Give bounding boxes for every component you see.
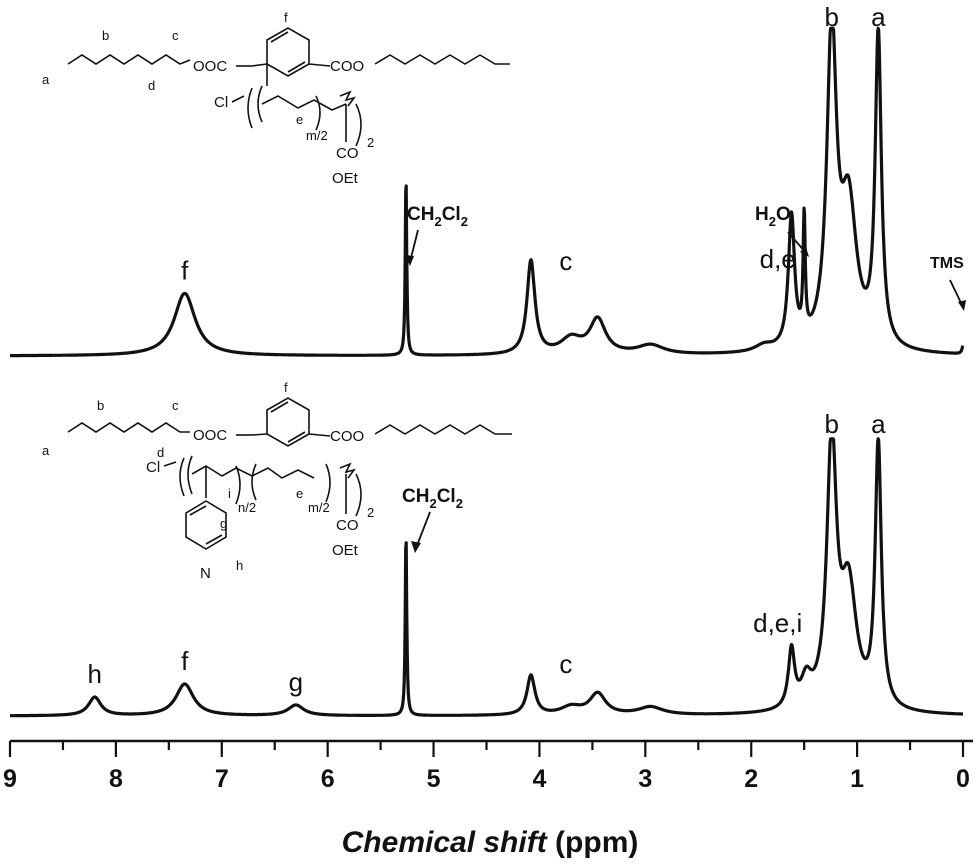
svg-text:e: e [296,486,303,501]
svg-text:Cl: Cl [146,459,160,476]
x-tick-label-2: 2 [744,765,758,793]
svg-text:COO: COO [330,428,364,445]
peak-label-c: c [559,246,572,276]
x-tick-label-9: 9 [3,765,17,793]
svg-text:c: c [172,398,179,413]
tms-label: TMS [930,255,964,272]
x-axis: 9 8 7 6 5 4 3 2 1 0 Chemical shift (ppm) [3,739,973,859]
x-tick-label-4: 4 [532,765,546,793]
peak-label-f: f [181,256,189,286]
peak-label-de: d,e [760,244,796,274]
solvent-annotation-bottom: CH2Cl2 [402,486,463,553]
svg-text:CO: CO [336,517,359,534]
x-tick-label-0: 0 [956,765,970,793]
solvent-arrow-bottom [415,511,431,549]
spectrum-bottom-peak-labels: h f g c d,e,i b a [87,409,886,697]
svg-text:c: c [172,28,179,43]
spectrum-top-line [8,26,965,358]
x-tick-label-6: 6 [321,765,335,793]
svg-text:f: f [284,380,288,395]
x-tick-label-1: 1 [850,765,864,793]
peak-label-h: h [87,659,101,689]
x-tick-label-7: 7 [215,765,229,793]
svg-text:2: 2 [367,505,374,520]
solvent-label-top: CH2Cl2 [407,204,468,229]
solvent-label-bottom: CH2Cl2 [402,486,463,511]
water-annotation: H2O [755,204,809,257]
svg-text:m/2: m/2 [306,128,328,143]
svg-text:2: 2 [367,135,374,150]
svg-text:b: b [97,398,104,413]
svg-text:a: a [42,72,50,87]
peak-label-g: g [289,667,303,697]
svg-text:b: b [102,28,109,43]
svg-text:d: d [148,78,155,93]
svg-text:n/2: n/2 [238,500,256,515]
svg-text:OEt: OEt [332,542,359,559]
peak-label-c: c [559,649,572,679]
svg-text:h: h [236,558,243,573]
x-axis-title: Chemical shift (ppm) [342,826,639,859]
svg-text:OOC: OOC [193,427,227,444]
svg-text:d: d [157,445,164,460]
svg-text:OEt: OEt [332,170,359,187]
peak-label-b: b [824,2,838,32]
svg-text:f: f [284,10,288,25]
svg-text:g: g [220,516,227,531]
x-tick-label-5: 5 [427,765,441,793]
water-label: H2O [755,204,791,229]
structure-bottom: a b c d OOC f COO Cl i n/2 N g h e m/2 C [42,380,512,582]
svg-text:m/2: m/2 [308,500,330,515]
x-axis-ticks: 9 8 7 6 5 4 3 2 1 0 [3,741,970,793]
peak-label-a: a [871,409,886,439]
peak-label-f: f [181,646,189,676]
peak-label-a: a [871,2,886,32]
svg-text:e: e [296,112,303,127]
svg-text:OOC: OOC [193,58,227,75]
x-tick-label-3: 3 [638,765,652,793]
svg-text:i: i [228,486,231,501]
svg-text:a: a [42,443,50,458]
spectrum-top-peak-labels: f c d,e b a [181,2,886,286]
svg-text:Cl: Cl [214,94,228,111]
peak-label-b: b [824,409,838,439]
peak-label-dei: d,e,i [753,608,802,638]
structure-top: a b c d OOC f COO Cl e m/2 CO OEt 2 [42,10,510,187]
x-tick-label-8: 8 [109,765,123,793]
svg-text:COO: COO [330,58,364,75]
spectrum-bottom-line [8,437,965,718]
tms-annotation: TMS [930,255,966,311]
svg-text:CO: CO [336,145,359,162]
solvent-annotation-top: CH2Cl2 [405,204,468,266]
svg-text:N: N [200,565,211,582]
